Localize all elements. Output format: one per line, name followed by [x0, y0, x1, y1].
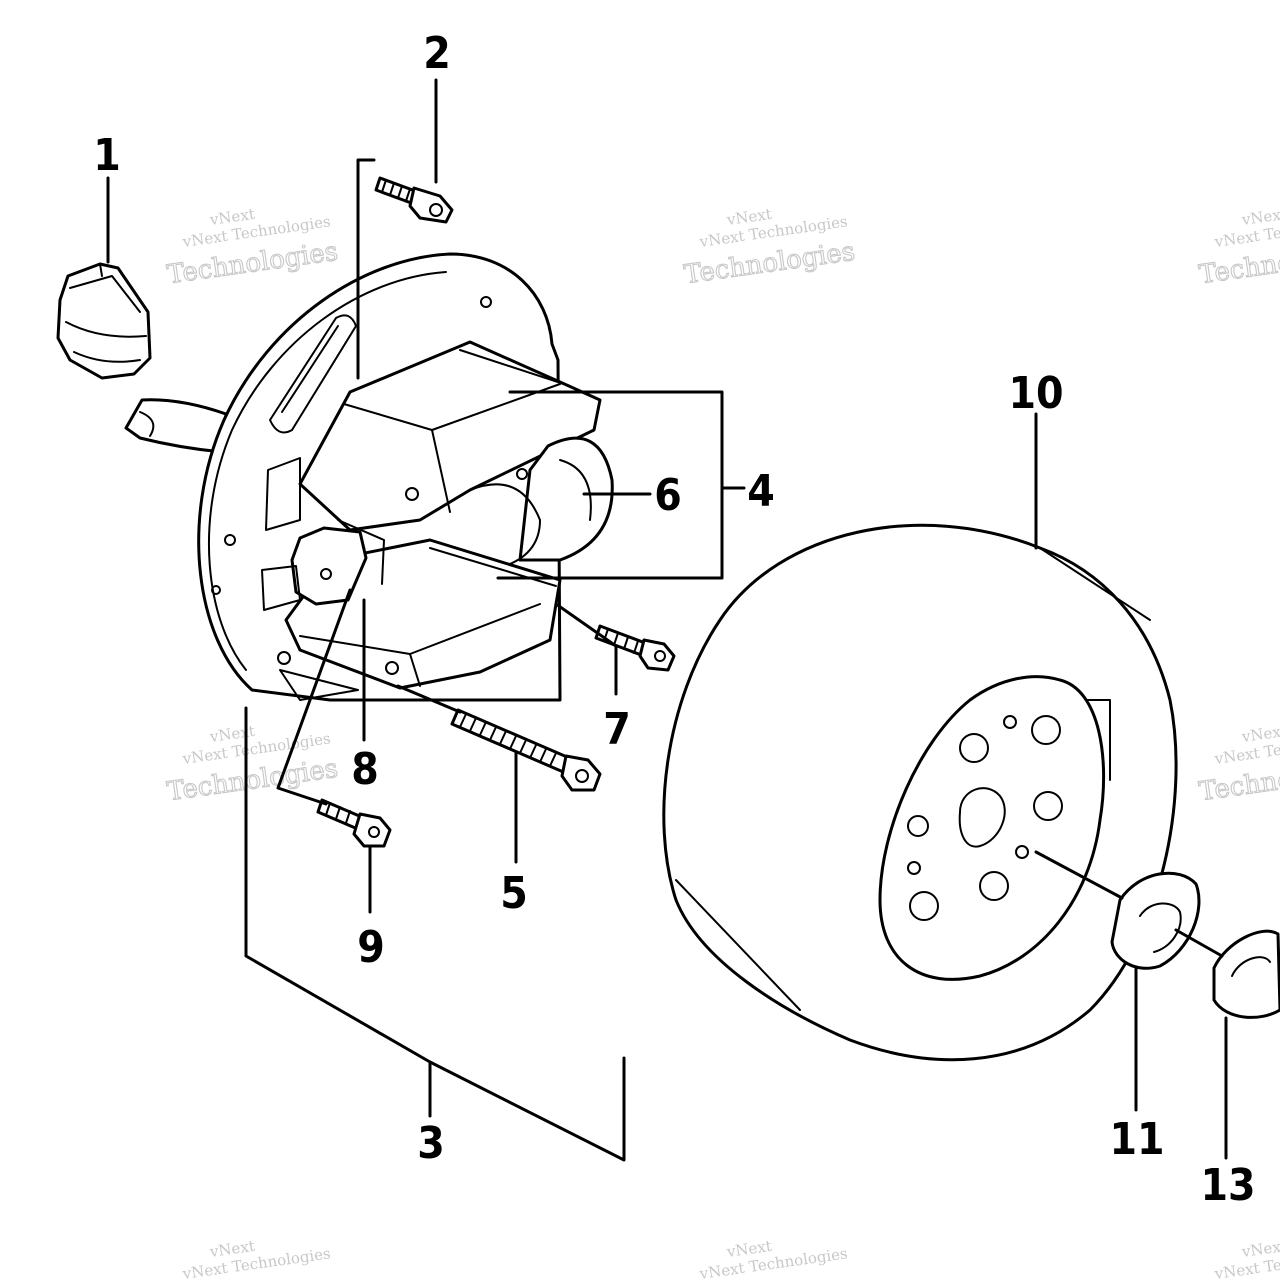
part-5-screw-long [450, 708, 602, 792]
callout-3: 3 [417, 1118, 445, 1169]
leader-lines [106, 78, 1228, 1162]
callout-8: 8 [351, 744, 379, 795]
part-4-stator-coil-assembly [261, 340, 614, 690]
callout-2: 2 [423, 28, 451, 79]
part-2-screw [374, 176, 454, 224]
part-13-washer [1212, 929, 1280, 1019]
callout-11: 11 [1109, 1114, 1164, 1165]
watermark-mid: vNext Technologies [698, 1244, 849, 1280]
part-1-grommet [56, 262, 152, 380]
callout-9: 9 [357, 922, 385, 973]
callout-13: 13 [1200, 1160, 1255, 1211]
callout-6: 6 [654, 470, 682, 521]
callout-4: 4 [747, 466, 775, 517]
callout-5: 5 [500, 868, 528, 919]
callout-labels: 1 2 3 4 5 6 7 8 9 10 11 13 [93, 28, 1255, 1211]
part-11-collar [1110, 871, 1201, 970]
part-6-pulser-ring [469, 436, 614, 571]
callout-10: 10 [1008, 368, 1063, 419]
callout-7: 7 [603, 704, 631, 755]
watermark-mid: vNext Technologies [181, 1244, 332, 1280]
part-8-pulser-coil [290, 519, 385, 606]
callout-1: 1 [93, 130, 121, 181]
part-10-flywheel [662, 523, 1178, 1062]
part-7-screw [594, 624, 676, 672]
part-9-screw [316, 798, 392, 848]
